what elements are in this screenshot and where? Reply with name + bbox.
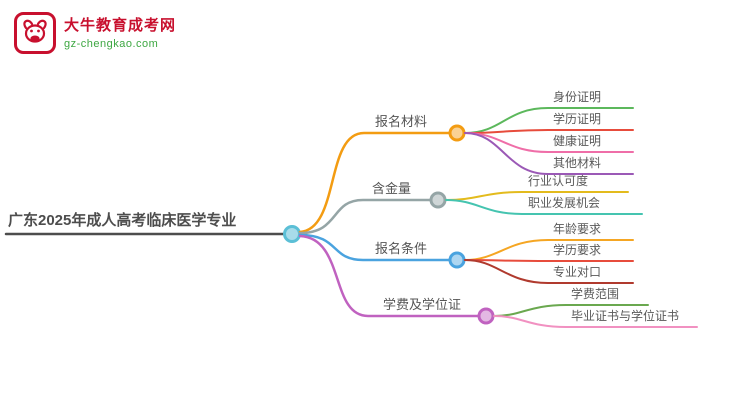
root-topic-label: 广东2025年成人高考临床医学专业 — [8, 212, 237, 229]
child-label-4-1: 学费范围 — [571, 287, 620, 301]
child-line-1-2 — [464, 129, 634, 134]
child-line-1-4 — [464, 132, 634, 175]
branch-4-line — [298, 234, 480, 318]
child-label-3-2: 学历要求 — [553, 243, 602, 257]
logo-subtitle: gz-chengkao.com — [64, 38, 159, 50]
site-logo: 大牛教育成考网 gz-chengkao.com — [14, 12, 176, 54]
logo-title: 大牛教育成考网 — [64, 17, 177, 34]
child-label-3-3: 专业对口 — [553, 265, 602, 279]
branch-3-label: 报名条件 — [375, 241, 428, 256]
child-line-2-2 — [445, 199, 643, 215]
child-label-1-3: 健康证明 — [553, 134, 602, 148]
child-label-2-2: 职业发展机会 — [528, 196, 601, 210]
child-label-4-2: 毕业证书与学位证书 — [571, 309, 680, 323]
branch-1-node-circle — [448, 124, 466, 142]
branch-2-node-circle — [429, 191, 447, 209]
child-line-4-2 — [493, 315, 698, 328]
branch-1-label: 报名材料 — [375, 114, 428, 129]
child-label-2-1: 行业认可度 — [528, 174, 589, 188]
branch-2-line — [298, 198, 432, 235]
branch-4-node-circle — [477, 307, 495, 325]
child-line-3-2 — [464, 259, 634, 262]
logo-texts: 大牛教育成考网 gz-chengkao.com — [64, 12, 176, 50]
child-label-1-2: 学历证明 — [553, 112, 602, 126]
child-label-3-1: 年龄要求 — [553, 222, 602, 236]
child-line-3-1 — [464, 239, 634, 261]
child-label-1-4: 其他材料 — [553, 156, 602, 170]
child-label-1-1: 身份证明 — [553, 90, 602, 104]
branch-2-label: 含金量 — [372, 181, 412, 196]
child-line-3-3 — [464, 259, 634, 284]
branch-3-node-circle — [448, 251, 466, 269]
branch-1-line — [298, 131, 451, 234]
bull-logo-icon — [14, 12, 56, 54]
child-line-1-3 — [464, 132, 634, 153]
branch-4-label: 学费及学位证 — [383, 297, 462, 312]
branch-3-line — [298, 233, 451, 262]
root-node-circle — [283, 225, 301, 243]
